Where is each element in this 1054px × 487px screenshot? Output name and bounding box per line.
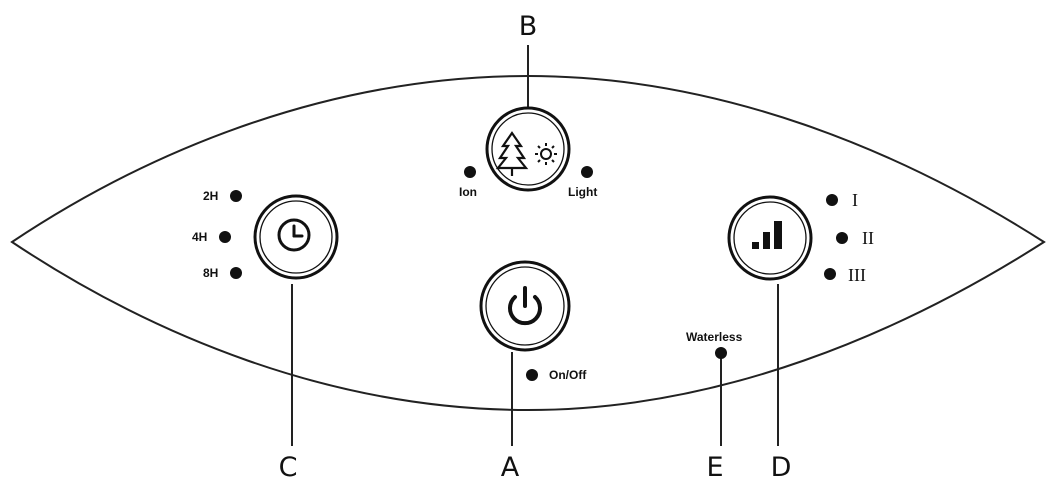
- callout-b: B: [519, 11, 538, 42]
- speed-button[interactable]: [727, 195, 813, 281]
- power-icon: [508, 286, 542, 326]
- speed-1-label: I: [852, 190, 858, 210]
- power-indicator: [526, 369, 538, 381]
- ion-indicator: [464, 166, 476, 178]
- callout-e: E: [706, 452, 723, 483]
- timer-4h-indicator: [219, 231, 231, 243]
- timer-2h-indicator: [230, 190, 242, 202]
- light-indicator: [581, 166, 593, 178]
- callout-a: A: [501, 452, 520, 483]
- callout-c: C: [279, 452, 298, 483]
- speed-2-label: II: [862, 228, 874, 248]
- timer-button[interactable]: [253, 194, 339, 280]
- clock-icon: [277, 218, 311, 252]
- timer-2h-label: 2H: [203, 189, 218, 203]
- panel-outline: [10, 74, 1046, 412]
- ion-label: Ion: [459, 185, 477, 199]
- function-button[interactable]: [485, 106, 571, 192]
- light-label: Light: [568, 185, 597, 199]
- timer-8h-label: 8H: [203, 266, 218, 280]
- tree-icon: [495, 131, 529, 176]
- timer-4h-label: 4H: [192, 230, 207, 244]
- leader-lines: [291, 45, 779, 446]
- sun-icon: [535, 143, 557, 165]
- speed-3-indicator: [824, 268, 836, 280]
- timer-8h-indicator: [230, 267, 242, 279]
- waterless-indicator: [715, 347, 727, 359]
- callout-d: D: [771, 452, 792, 483]
- speed-3-label: III: [848, 265, 866, 285]
- power-button[interactable]: [479, 260, 571, 352]
- speed-1-indicator: [826, 194, 838, 206]
- speed-2-indicator: [836, 232, 848, 244]
- signal-bars-icon: [752, 221, 782, 249]
- waterless-label: Waterless: [686, 330, 743, 344]
- on-off-label: On/Off: [549, 368, 587, 382]
